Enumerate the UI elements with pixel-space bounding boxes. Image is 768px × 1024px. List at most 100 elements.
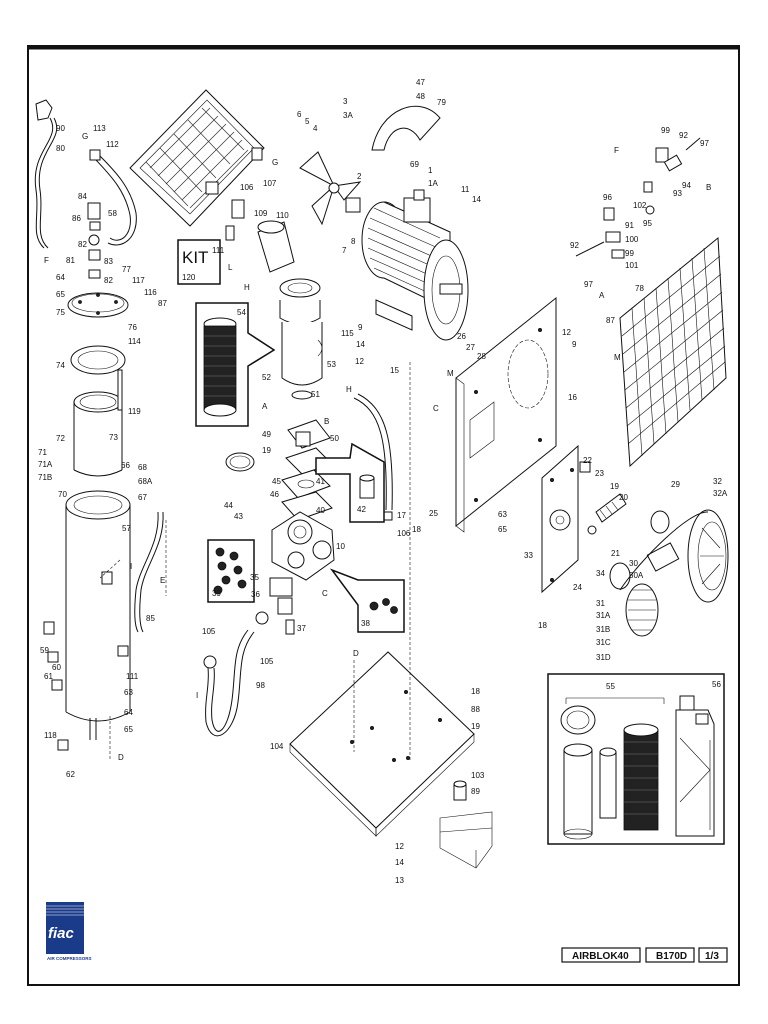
callout: 35 (250, 573, 259, 582)
callout: 119 (128, 407, 141, 416)
callout: 58 (108, 209, 117, 218)
callout: 87 (158, 299, 167, 308)
air-filter-housing (279, 278, 323, 400)
callout: 83 (104, 257, 113, 266)
callout: 94 (682, 181, 691, 190)
page-number: 1/3 (705, 951, 719, 962)
callout: 68 (138, 463, 147, 472)
callout: 105 (202, 627, 216, 636)
callout: F (44, 256, 49, 265)
belt-guard-bracket (541, 444, 579, 594)
pipe-98 (203, 611, 269, 737)
callout: 68A (138, 477, 153, 486)
kit-box: KIT 120 (177, 239, 221, 285)
callout: 31D (596, 653, 611, 662)
callout: 1A (428, 179, 438, 188)
callout: 42 (357, 505, 366, 514)
callout: 99 (661, 126, 670, 135)
kit-number: 120 (182, 273, 196, 282)
callout: 112 (106, 140, 119, 149)
callout: 117 (132, 276, 145, 285)
motor-bracket (455, 296, 557, 533)
callout: 3 (343, 97, 348, 106)
callout: 88 (471, 705, 480, 714)
callout: 25 (429, 509, 438, 518)
callout: 19 (262, 446, 271, 455)
callout: 64 (124, 708, 133, 717)
callout: 20 (619, 493, 628, 502)
callout: 17 (397, 511, 406, 520)
detail-box-38 (329, 568, 405, 633)
callout: 63 (498, 510, 507, 519)
callout: 60 (52, 663, 61, 672)
logo-brand: fiac (48, 925, 75, 942)
callout: 31A (596, 611, 611, 620)
callout: 74 (56, 361, 65, 370)
callout: 28 (477, 352, 486, 361)
detail-box-39 (207, 539, 255, 603)
callout: 118 (44, 731, 57, 740)
callout: 49 (262, 430, 271, 439)
callout: 67 (138, 493, 147, 502)
callout: 114 (128, 337, 141, 346)
callout: 5 (305, 117, 310, 126)
callout: 59 (40, 646, 49, 655)
callout: 101 (625, 261, 639, 270)
callout: 90 (56, 124, 65, 133)
callout: 51 (311, 390, 320, 399)
callout: 116 (144, 288, 157, 297)
callout: C (322, 589, 328, 598)
callout-labels: 90 80 113 112 G 84 58 86 82 83 82 81 F 6… (38, 78, 728, 885)
callout: 109 (254, 209, 268, 218)
callout: 96 (603, 193, 612, 202)
callout: 10 (336, 542, 345, 551)
tensioner (579, 461, 627, 535)
callout: 13 (395, 876, 404, 885)
callout: 16 (568, 393, 577, 402)
callout: 39 (212, 589, 221, 598)
callout: 84 (78, 192, 87, 201)
callout: 19 (471, 722, 480, 731)
callout: 40 (316, 506, 325, 515)
callout: 63 (124, 688, 133, 697)
callout: 97 (700, 139, 709, 148)
callout: 70 (58, 490, 67, 499)
callout: 106 (240, 183, 254, 192)
callout: 56 (712, 680, 721, 689)
callout: 1 (428, 166, 433, 175)
callout: I (196, 691, 198, 700)
callout: 115 (341, 329, 354, 338)
callout: C (433, 404, 439, 413)
service-kit-box (547, 673, 725, 845)
fan-motor-assembly (299, 105, 469, 341)
detail-box-42 (315, 442, 385, 523)
callout: 99 (625, 249, 634, 258)
radiator-grid (619, 236, 727, 468)
model-name: AIRBLOK40 (572, 951, 629, 962)
callout: G (82, 132, 88, 141)
callout: 106 (397, 529, 411, 538)
callout: 46 (270, 490, 279, 499)
callout: 57 (122, 524, 131, 533)
kit-label: KIT (182, 248, 208, 267)
callout: H (244, 283, 250, 292)
callout: 34 (596, 569, 605, 578)
callout: 80 (56, 144, 65, 153)
callout: A (262, 402, 268, 411)
sheet-border (27, 45, 740, 986)
callout: 15 (390, 366, 399, 375)
callout: I (130, 562, 132, 571)
callout: E (160, 576, 165, 585)
callout: 9 (572, 340, 577, 349)
callout: 45 (272, 477, 281, 486)
callout: 65 (124, 725, 133, 734)
callout: 26 (457, 332, 466, 341)
callout: 66 (121, 461, 130, 470)
callout: 14 (356, 340, 365, 349)
callout: 97 (584, 280, 593, 289)
callout: 55 (606, 682, 615, 691)
callout: 92 (679, 131, 688, 140)
callout: 30 (629, 559, 638, 568)
callout: 19 (610, 482, 619, 491)
